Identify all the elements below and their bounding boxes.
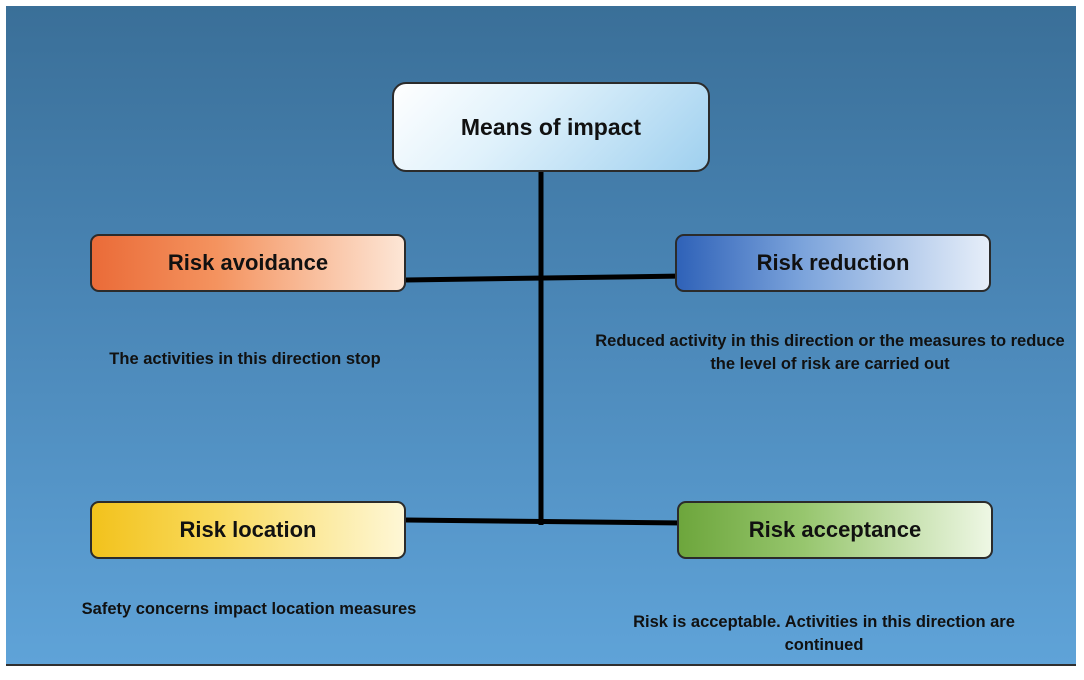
risk-reduction-label: Risk reduction (756, 250, 910, 275)
risk-avoidance-label: Risk avoidance (167, 250, 329, 275)
risk-reduction-description: Reduced activity in this direction or th… (595, 332, 1065, 373)
risk-reduction-node: Risk reduction (675, 234, 991, 292)
risk-acceptance-label: Risk acceptance (748, 517, 922, 542)
risk-avoidance-description: The activities in this direction stop (109, 350, 381, 368)
risk-location-description: Safety concerns impact location measures (81, 600, 417, 618)
means-of-impact-node: Means of impact (392, 82, 710, 172)
risk-avoidance-node: Risk avoidance (90, 234, 406, 292)
connector-upper-horizontal (405, 273, 685, 283)
risk-location-node: Risk location (90, 501, 406, 559)
risk-location-label: Risk location (179, 517, 317, 542)
risk-acceptance-node: Risk acceptance (677, 501, 993, 559)
risk-acceptance-description: Risk is acceptable. Activities in this d… (633, 613, 1015, 654)
connector-lower-horizontal (405, 517, 685, 526)
means-of-impact-label: Means of impact (460, 113, 642, 140)
